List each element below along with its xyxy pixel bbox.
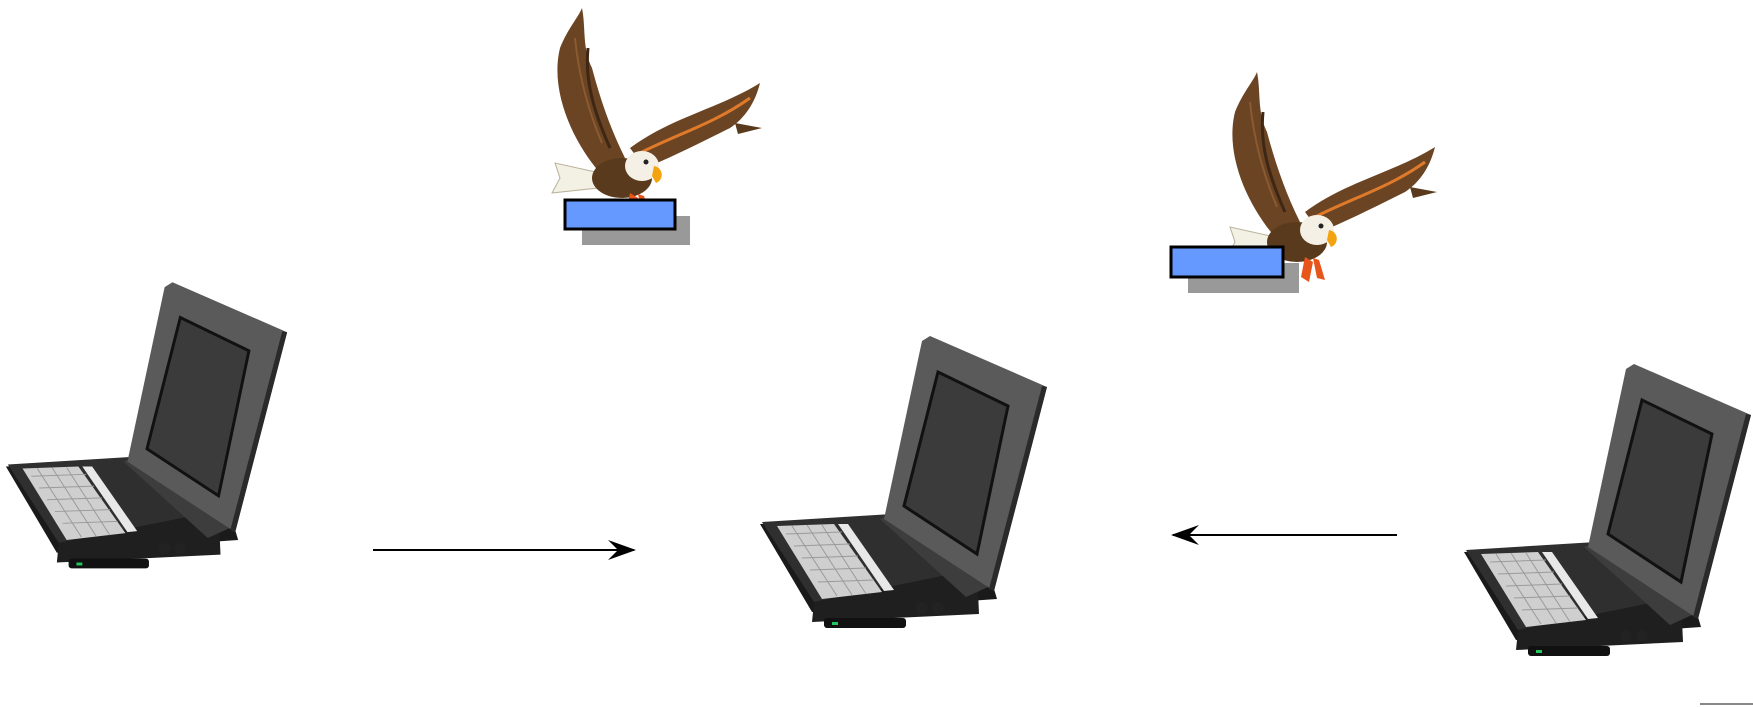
- laptop-center-icon: [760, 336, 1047, 628]
- laptop-left-icon: [6, 282, 287, 568]
- laptop-right-icon: [1464, 364, 1751, 656]
- packet-right: [1171, 247, 1299, 293]
- eagle-left-icon: [552, 8, 762, 218]
- packet-left: [565, 200, 690, 245]
